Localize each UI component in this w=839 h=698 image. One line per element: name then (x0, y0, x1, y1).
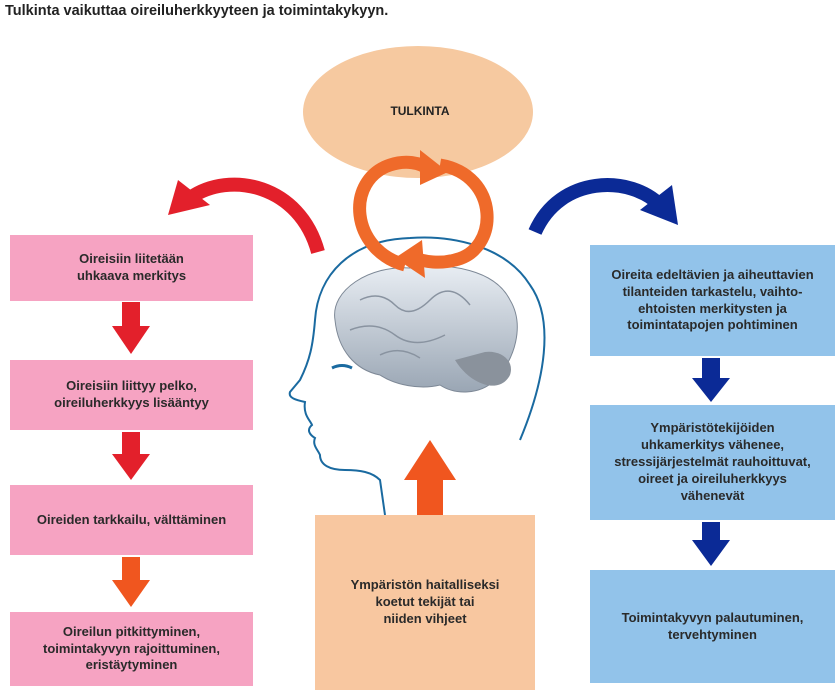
environment-factors-box: Ympäristön haitalliseksi koetut tekijät … (315, 515, 535, 690)
head-outline-icon (288, 236, 546, 516)
blue-down-arrow-icon (692, 522, 730, 566)
cerebellum-icon (455, 351, 511, 386)
tulkinta-ellipse (303, 46, 533, 178)
orange-cycle-arrow-icon (412, 158, 494, 269)
eye-icon (331, 364, 353, 370)
red-down-arrow-icon (112, 302, 150, 354)
red-down-arrow-icon (112, 432, 150, 480)
left-step-1: Oireisiin liitetään uhkaava merkitys (10, 235, 253, 301)
right-step-1: Oireita edeltävien ja aiheuttavien tilan… (590, 245, 835, 356)
left-step-2: Oireisiin liittyy pelko, oireiluherkkyys… (10, 360, 253, 430)
left-step-4: Oireilun pitkittyminen, toimintakyvyn ra… (10, 612, 253, 686)
blue-curved-arrow-icon (528, 178, 665, 236)
orange-down-arrow-icon (112, 557, 150, 607)
red-curved-arrow-icon (185, 177, 325, 255)
diagram-title: Tulkinta vaikuttaa oireiluherkkyyteen ja… (5, 3, 389, 19)
orange-cycle-arrow-icon (353, 155, 435, 272)
right-step-2: Ympäristötekijöiden uhkamerkitys vähenee… (590, 405, 835, 520)
tulkinta-label: TULKINTA (390, 104, 450, 118)
orange-up-arrow-icon (404, 440, 456, 520)
left-step-3: Oireiden tarkkailu, välttäminen (10, 485, 253, 555)
right-step-3: Toimintakyvyn palautuminen, tervehtymine… (590, 570, 835, 683)
blue-down-arrow-icon (692, 358, 730, 402)
